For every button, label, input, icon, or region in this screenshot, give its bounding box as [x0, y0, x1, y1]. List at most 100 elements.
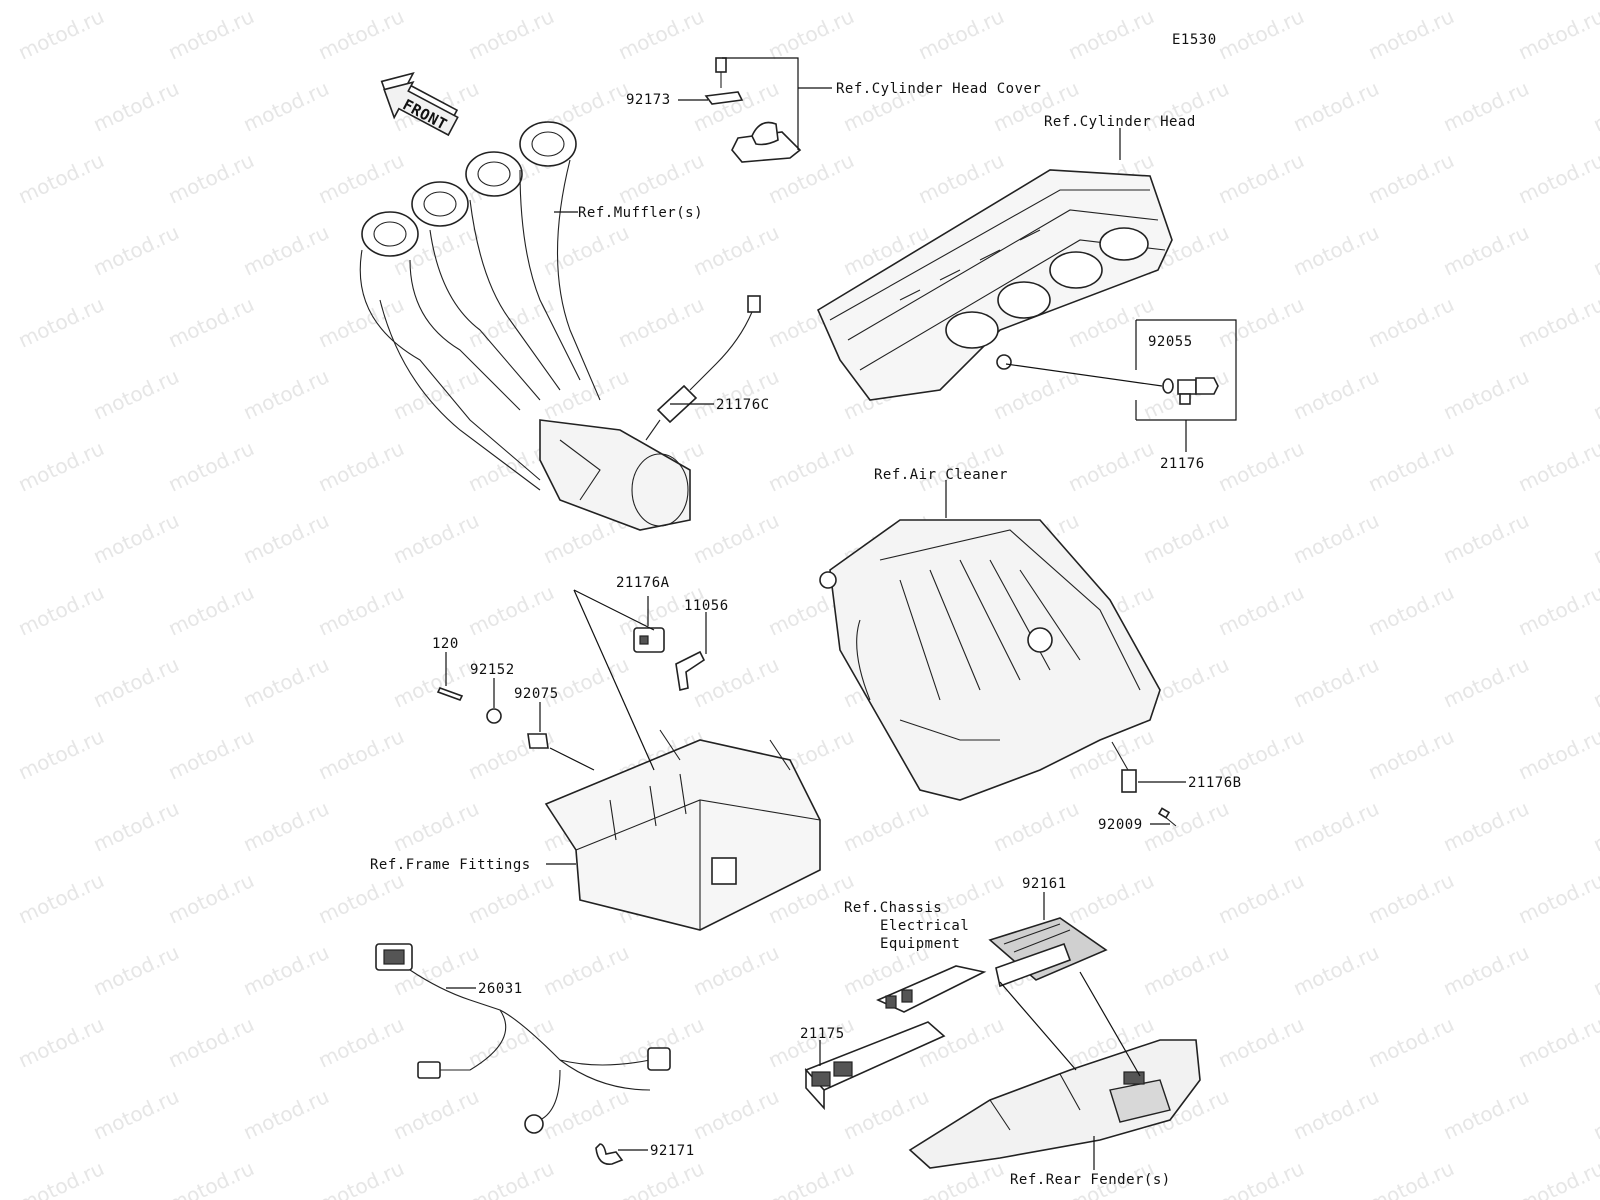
cylinder-head-cover-part [704, 57, 802, 163]
watermark-text: motod.ru [1589, 652, 1600, 713]
harness-clamp-part [595, 1143, 624, 1165]
watermark-text: motod.ru [389, 652, 482, 713]
watermark-text: motod.ru [1289, 364, 1382, 425]
watermark-text: motod.ru [1064, 868, 1157, 929]
watermark-text: motod.ru [1589, 1084, 1600, 1145]
watermark-text: motod.ru [764, 1156, 857, 1200]
watermark-text: motod.ru [1289, 508, 1382, 569]
watermark-text: motod.ru [1364, 4, 1457, 65]
watermark-text: motod.ru [14, 724, 107, 785]
watermark-text: motod.ru [389, 796, 482, 857]
watermark-text: motod.ru [1364, 1012, 1457, 1073]
watermark-text: motod.ru [1589, 940, 1600, 1001]
watermark-text: motod.ru [389, 364, 482, 425]
watermark-text: motod.ru [689, 1084, 782, 1145]
label-120: 120 [432, 636, 459, 652]
watermark-text: motod.ru [89, 940, 182, 1001]
watermark-text: motod.ru [314, 1156, 407, 1200]
watermark-text: motod.ru [1214, 436, 1307, 497]
watermark-text: motod.ru [164, 868, 257, 929]
watermark-text: motod.ru [239, 796, 332, 857]
watermark-text: motod.ru [314, 868, 407, 929]
watermark-text: motod.ru [89, 364, 182, 425]
watermark-text: motod.ru [839, 796, 932, 857]
ref-air-cleaner: Ref.Air Cleaner [874, 467, 1008, 483]
watermark-text: motod.ru [689, 220, 782, 281]
ref-frame-fittings: Ref.Frame Fittings [370, 857, 531, 873]
watermark-text: motod.ru [1139, 796, 1232, 857]
label-11056: 11056 [684, 598, 729, 614]
watermark-text: motod.ru [239, 220, 332, 281]
ref-cylinder-head-cover: Ref.Cylinder Head Cover [836, 81, 1041, 97]
watermark-text: motod.ru [239, 508, 332, 569]
watermark-text: motod.ru [89, 652, 182, 713]
watermark-text: motod.ru [1589, 508, 1600, 569]
watermark-text: motod.ru [14, 292, 107, 353]
watermark-text: motod.ru [1439, 796, 1532, 857]
label-92055: 92055 [1148, 334, 1193, 350]
watermark-text: motod.ru [914, 148, 1007, 209]
watermark-text: motod.ru [1289, 1084, 1382, 1145]
label-21175: 21175 [800, 1026, 845, 1042]
watermark-text: motod.ru [314, 580, 407, 641]
watermark-text: motod.ru [839, 1084, 932, 1145]
watermark-text: motod.ru [764, 4, 857, 65]
watermark-text: motod.ru [764, 436, 857, 497]
watermark-text: motod.ru [1514, 436, 1600, 497]
watermark-text: motod.ru [1589, 364, 1600, 425]
watermark-text: motod.ru [539, 940, 632, 1001]
watermark-text: motod.ru [1364, 724, 1457, 785]
watermark-text: motod.ru [14, 580, 107, 641]
watermark-text: motod.ru [164, 436, 257, 497]
ecu-part [804, 1021, 946, 1111]
intake-air-sensor-part [1111, 741, 1177, 827]
watermark-text: motod.ru [1439, 508, 1532, 569]
watermark-text: motod.ru [89, 796, 182, 857]
watermark-text: motod.ru [689, 940, 782, 1001]
watermark-text: motod.ru [14, 4, 107, 65]
watermark-text: motod.ru [14, 1156, 107, 1200]
watermark-text: motod.ru [239, 364, 332, 425]
fastener-set-part [436, 687, 549, 749]
watermark-text: motod.ru [239, 1084, 332, 1145]
battery-case-part [544, 729, 821, 931]
watermark-text: motod.ru [1364, 1156, 1457, 1200]
label-21176: 21176 [1160, 456, 1205, 472]
watermark-text: motod.ru [239, 652, 332, 713]
watermark-text: motod.ru [89, 1084, 182, 1145]
watermark-text: motod.ru [1439, 220, 1532, 281]
watermark-text: motod.ru [1364, 292, 1457, 353]
label-92075: 92075 [514, 686, 559, 702]
watermark-text: motod.ru [1364, 868, 1457, 929]
watermark-text: motod.ru [464, 580, 557, 641]
diagram-code: E1530 [1172, 32, 1217, 48]
ref-chassis-line3: Equipment [880, 936, 960, 952]
watermark-text: motod.ru [1364, 436, 1457, 497]
watermark-text: motod.ru [1514, 1012, 1600, 1073]
ref-cylinder-head: Ref.Cylinder Head [1044, 114, 1196, 130]
watermark-text: motod.ru [14, 868, 107, 929]
watermark-text: motod.ru [1514, 4, 1600, 65]
watermark-text: motod.ru [1439, 76, 1532, 137]
watermark-text: motod.ru [1214, 4, 1307, 65]
watermark-text: motod.ru [1514, 724, 1600, 785]
watermark-text: motod.ru [1139, 508, 1232, 569]
cylinder-head-part [816, 169, 1173, 401]
label-21176C: 21176C [716, 397, 770, 413]
rear-fender-part [908, 1039, 1201, 1169]
watermark-text: motod.ru [89, 220, 182, 281]
ref-chassis-line1: Ref.Chassis [844, 900, 942, 916]
watermark-text: motod.ru [164, 580, 257, 641]
ecu-bracket-part [988, 917, 1108, 988]
watermark-text: motod.ru [1514, 148, 1600, 209]
watermark-text: motod.ru [164, 292, 257, 353]
watermark-text: motod.ru [1214, 292, 1307, 353]
watermark-text: motod.ru [1064, 4, 1157, 65]
watermark-text: motod.ru [314, 4, 407, 65]
watermark-text: motod.ru [464, 868, 557, 929]
watermark-text: motod.ru [164, 148, 257, 209]
watermark-text: motod.ru [689, 364, 782, 425]
watermark-text: motod.ru [164, 724, 257, 785]
watermark-text: motod.ru [614, 1156, 707, 1200]
